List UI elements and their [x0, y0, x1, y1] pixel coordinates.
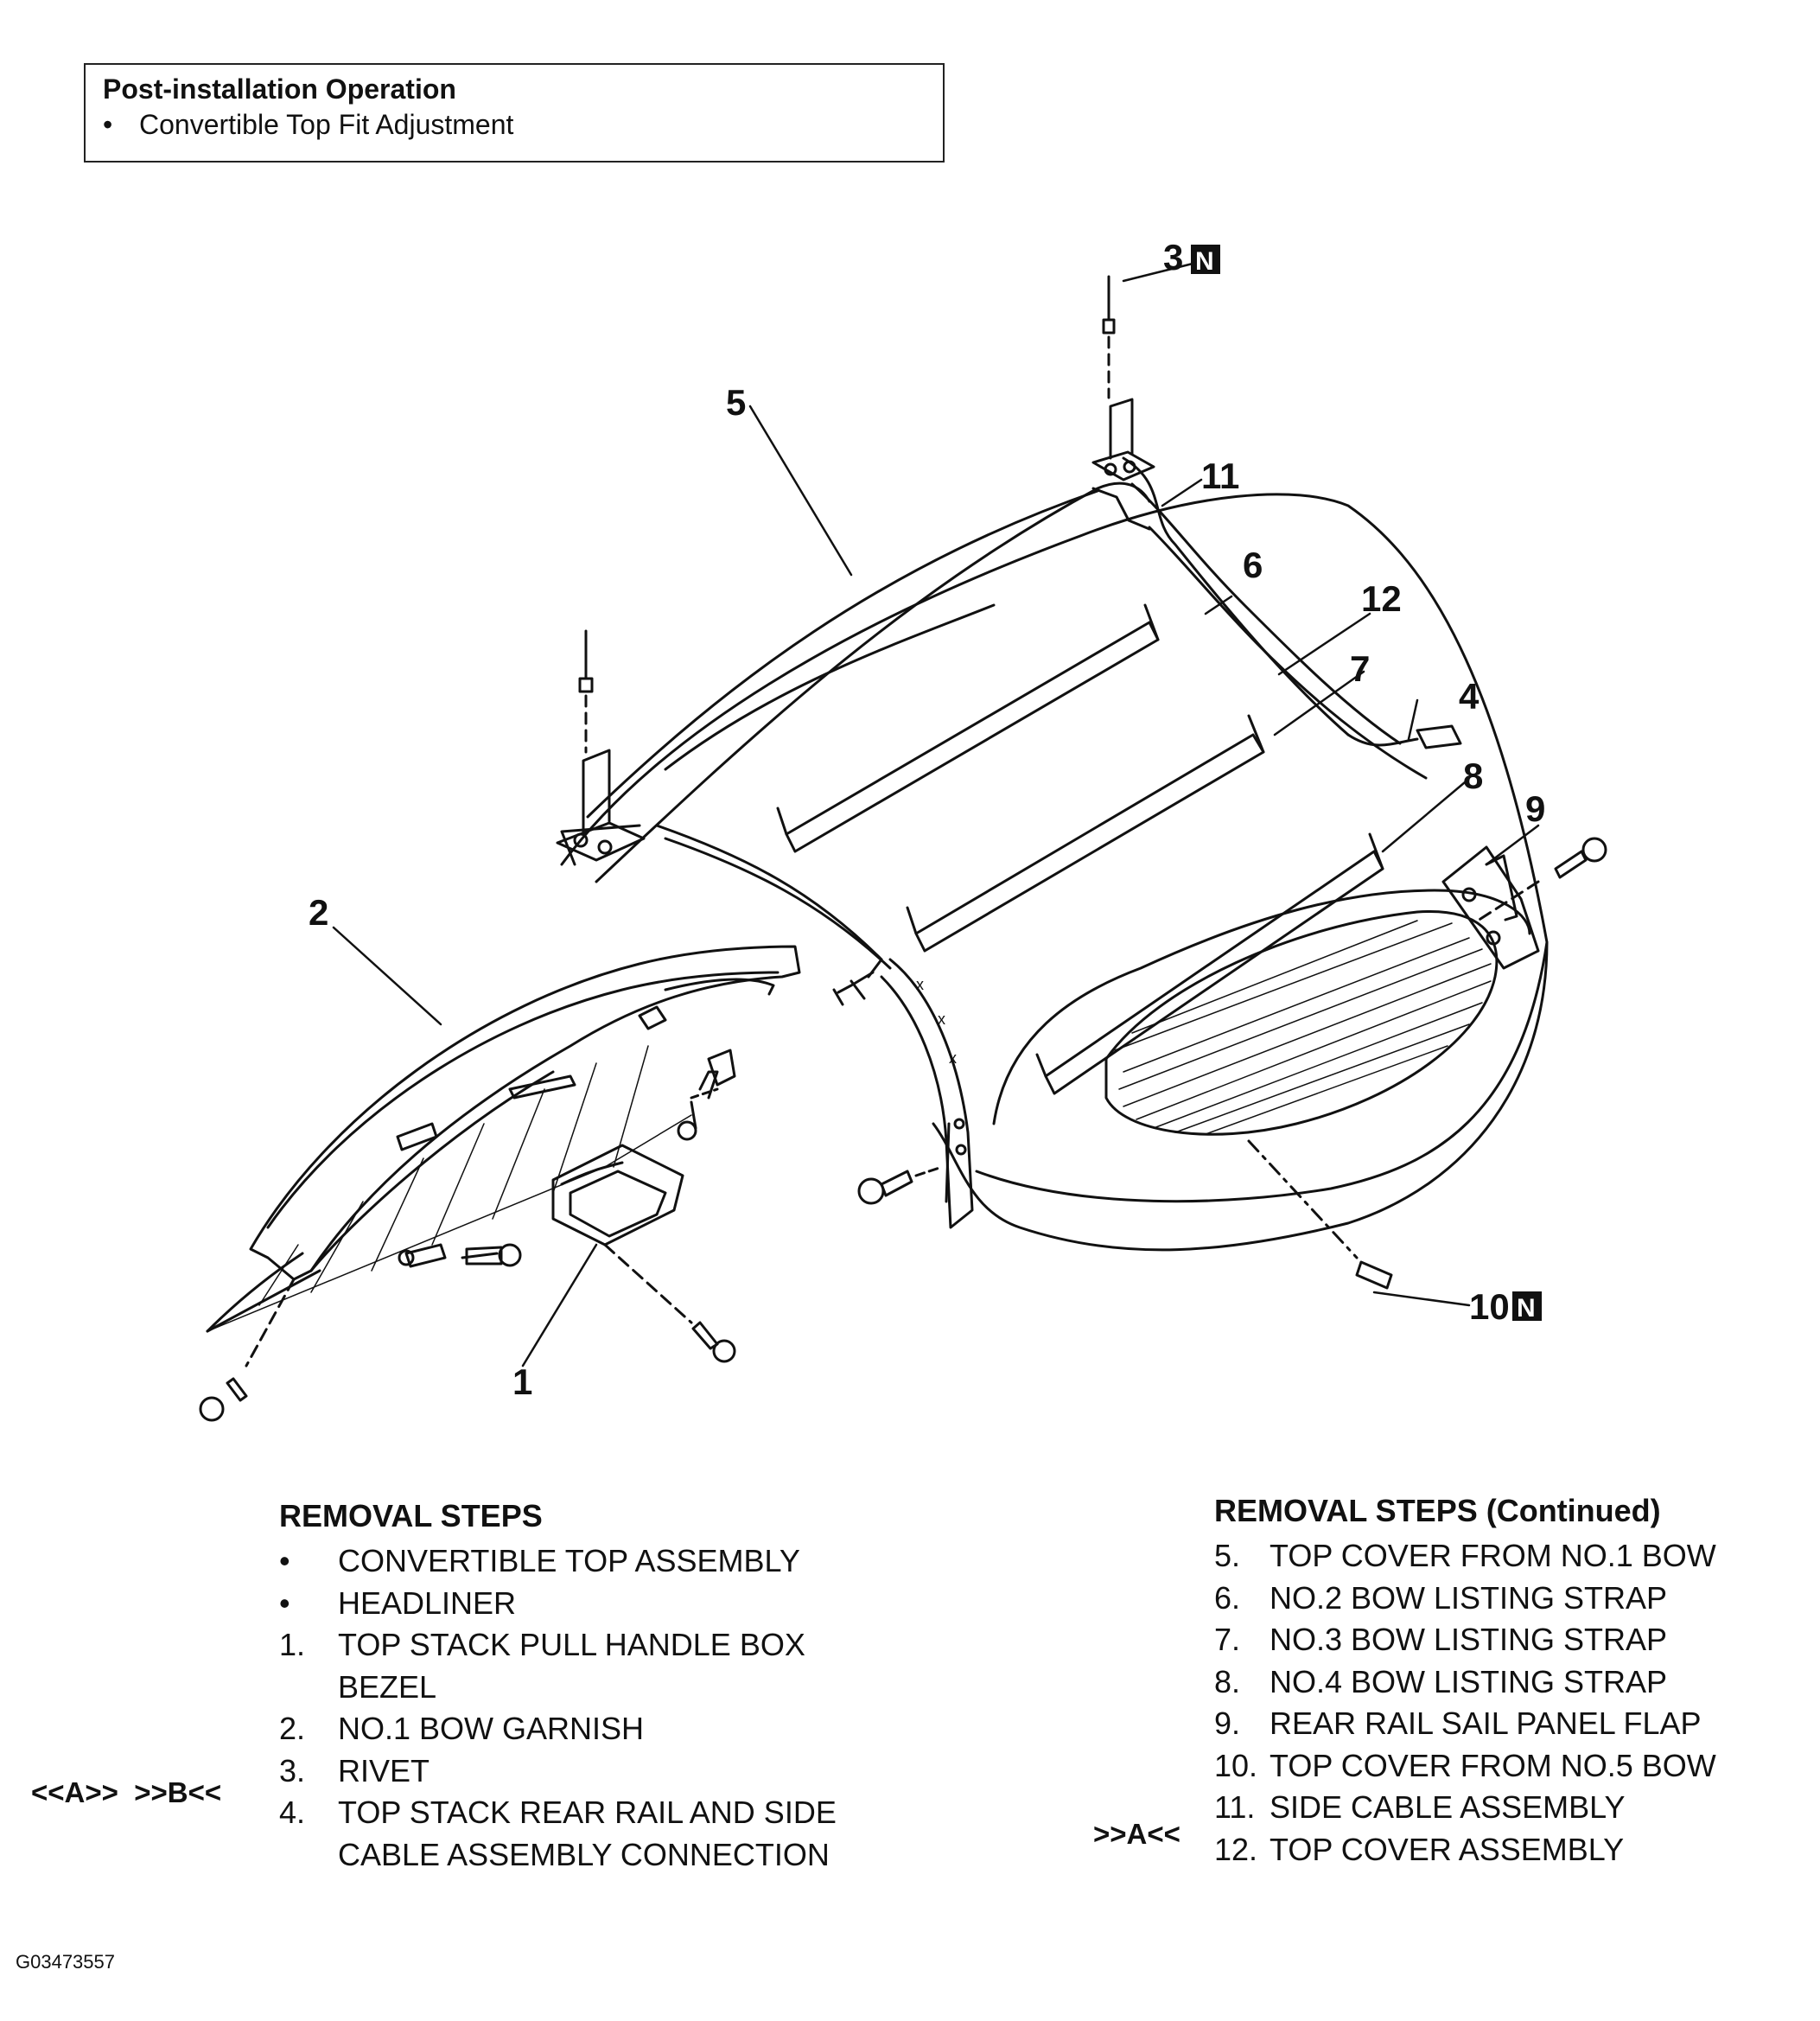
- removal-step: 8. NO.4 BOW LISTING STRAP: [1214, 1661, 1716, 1704]
- pull-handle-box-bezel: [551, 1144, 684, 1246]
- side-cable-procedure-code: >>A<<: [1093, 1818, 1180, 1850]
- removal-steps-title: REMOVAL STEPS: [279, 1498, 543, 1533]
- step-text: NO.4 BOW LISTING STRAP: [1270, 1663, 1668, 1699]
- callout-4: 4: [1459, 676, 1480, 717]
- removal-step: • HEADLINER: [279, 1583, 837, 1625]
- step-text: NO.3 BOW LISTING STRAP: [1270, 1622, 1668, 1657]
- step-text: TOP COVER FROM NO.1 BOW: [1270, 1538, 1716, 1573]
- figure-id: G03473557: [16, 1951, 115, 1973]
- step-number: 4.: [279, 1795, 306, 1830]
- no1-bow-garnish: [206, 945, 801, 1333]
- side-cable-connection-left: [832, 958, 883, 1006]
- post-installation-item: • Convertible Top Fit Adjustment: [103, 106, 943, 143]
- post-installation-title: Post-installation Operation: [103, 73, 456, 105]
- callout-7: 7: [1350, 648, 1370, 689]
- step-number: 7.: [1214, 1622, 1241, 1657]
- removal-steps-continued-list: REMOVAL STEPS (Continued) 5. TOP COVER FR…: [1214, 1489, 1716, 1871]
- left-rear-rail: x x x: [880, 958, 974, 1229]
- step-text: SIDE CABLE ASSEMBLY: [1270, 1789, 1626, 1825]
- svg-text:x: x: [916, 976, 924, 993]
- screw-left-rear: [857, 1165, 944, 1205]
- removal-step: 1. TOP STACK PULL HANDLE BOX BEZEL: [279, 1624, 837, 1708]
- step-number: 6.: [1214, 1579, 1241, 1616]
- clip-no5-bow: [1247, 1139, 1393, 1290]
- garnish-clips: [398, 1049, 736, 1268]
- listing-strap-no2: [776, 603, 1160, 853]
- step-text: TOP STACK PULL HANDLE BOX BEZEL: [338, 1627, 805, 1705]
- new-part-badge-3-label: N: [1195, 247, 1214, 276]
- callout-2: 2: [309, 892, 328, 933]
- step-number: 3.: [279, 1752, 306, 1788]
- removal-step: 5. TOP COVER FROM NO.1 BOW: [1214, 1535, 1716, 1578]
- new-part-badge-10-label: N: [1517, 1294, 1536, 1323]
- removal-step: 7. NO.3 BOW LISTING STRAP: [1214, 1619, 1716, 1661]
- step-text: HEADLINER: [338, 1584, 517, 1621]
- callout-12: 12: [1361, 578, 1402, 619]
- step-number: •: [279, 1584, 290, 1621]
- garnish-screw: [199, 1278, 296, 1422]
- step-number: 8.: [1214, 1663, 1241, 1699]
- removal-step: 6. NO.2 BOW LISTING STRAP: [1214, 1578, 1716, 1620]
- leader-lines: [332, 262, 1540, 1368]
- step-number: 12.: [1214, 1831, 1258, 1867]
- listing-strap-no3: [906, 714, 1265, 953]
- removal-step: 11. SIDE CABLE ASSEMBLY: [1214, 1787, 1716, 1829]
- left-front-bracket: [556, 629, 646, 862]
- callout-5: 5: [726, 382, 746, 423]
- new-part-badge-3: N: [1191, 245, 1220, 276]
- removal-step: 2. NO.1 BOW GARNISH: [279, 1708, 837, 1750]
- step-text: TOP COVER FROM NO.5 BOW: [1270, 1747, 1716, 1783]
- step-text: RIVET: [338, 1752, 430, 1788]
- rear-rail-sail-panel-flap: [1441, 845, 1540, 970]
- step-number: 9.: [1214, 1705, 1241, 1741]
- post-installation-box: Post-installation Operation • Convertible…: [84, 63, 945, 163]
- removal-step: 3. RIVET: [279, 1750, 837, 1793]
- step-number: 2.: [279, 1711, 306, 1746]
- removal-step: 9. REAR RAIL SAIL PANEL FLAP: [1214, 1703, 1716, 1745]
- removal-step: 12. TOP COVER ASSEMBLY: [1214, 1829, 1716, 1871]
- left-side-cable: [655, 824, 892, 970]
- callout-8: 8: [1463, 755, 1483, 796]
- step-text: NO.1 BOW GARNISH: [338, 1711, 645, 1746]
- removal-steps-continued-title: REMOVAL STEPS (Continued): [1214, 1493, 1661, 1528]
- svg-text:x: x: [949, 1049, 957, 1067]
- step-text: CONVERTIBLE TOP ASSEMBLY: [338, 1543, 800, 1578]
- post-installation-item-text: Convertible Top Fit Adjustment: [139, 109, 514, 140]
- step-number: 1.: [279, 1627, 306, 1662]
- callout-11: 11: [1201, 456, 1239, 496]
- step-number: 10.: [1214, 1747, 1258, 1783]
- right-side-cable: [1122, 456, 1462, 749]
- callout-10: 10: [1469, 1286, 1510, 1327]
- callout-3: 3: [1163, 237, 1183, 277]
- removal-step: 4. TOP STACK REAR RAIL AND SIDE CABLE ASS…: [279, 1792, 837, 1876]
- step-number: •: [279, 1543, 290, 1578]
- removal-step: 10. TOP COVER FROM NO.5 BOW: [1214, 1745, 1716, 1788]
- new-part-badge-10: N: [1512, 1291, 1542, 1323]
- rivet-procedure-codes: <<A>> >>B<<: [31, 1776, 222, 1808]
- front-bow-top-cover: [560, 481, 1428, 883]
- callout-6: 6: [1243, 545, 1263, 585]
- top-cover-assembly: [560, 493, 1549, 1252]
- step-text: REAR RAIL SAIL PANEL FLAP: [1270, 1705, 1702, 1741]
- screw-right: [1476, 837, 1607, 922]
- step-number: 11.: [1214, 1789, 1256, 1825]
- step-text: TOP COVER ASSEMBLY: [1270, 1831, 1625, 1867]
- right-front-bracket: [1091, 275, 1155, 481]
- svg-text:x: x: [938, 1010, 945, 1028]
- step-number: 5.: [1214, 1538, 1241, 1573]
- step-text: TOP STACK REAR RAIL AND SIDE CABLE ASSEM…: [338, 1795, 837, 1872]
- removal-steps-list: REMOVAL STEPS •CONVERTIBLE TOP ASSEMBLY …: [279, 1494, 837, 1876]
- removal-step: • CONVERTIBLE TOP ASSEMBLY: [279, 1540, 837, 1583]
- bezel-screw: [603, 1243, 736, 1363]
- callout-1: 1: [512, 1361, 532, 1402]
- callout-9: 9: [1525, 788, 1545, 829]
- listing-strap-no4: [1035, 832, 1384, 1095]
- bullet-icon: •: [103, 109, 113, 140]
- rear-window: [1104, 909, 1499, 1136]
- step-text: NO.2 BOW LISTING STRAP: [1270, 1579, 1668, 1616]
